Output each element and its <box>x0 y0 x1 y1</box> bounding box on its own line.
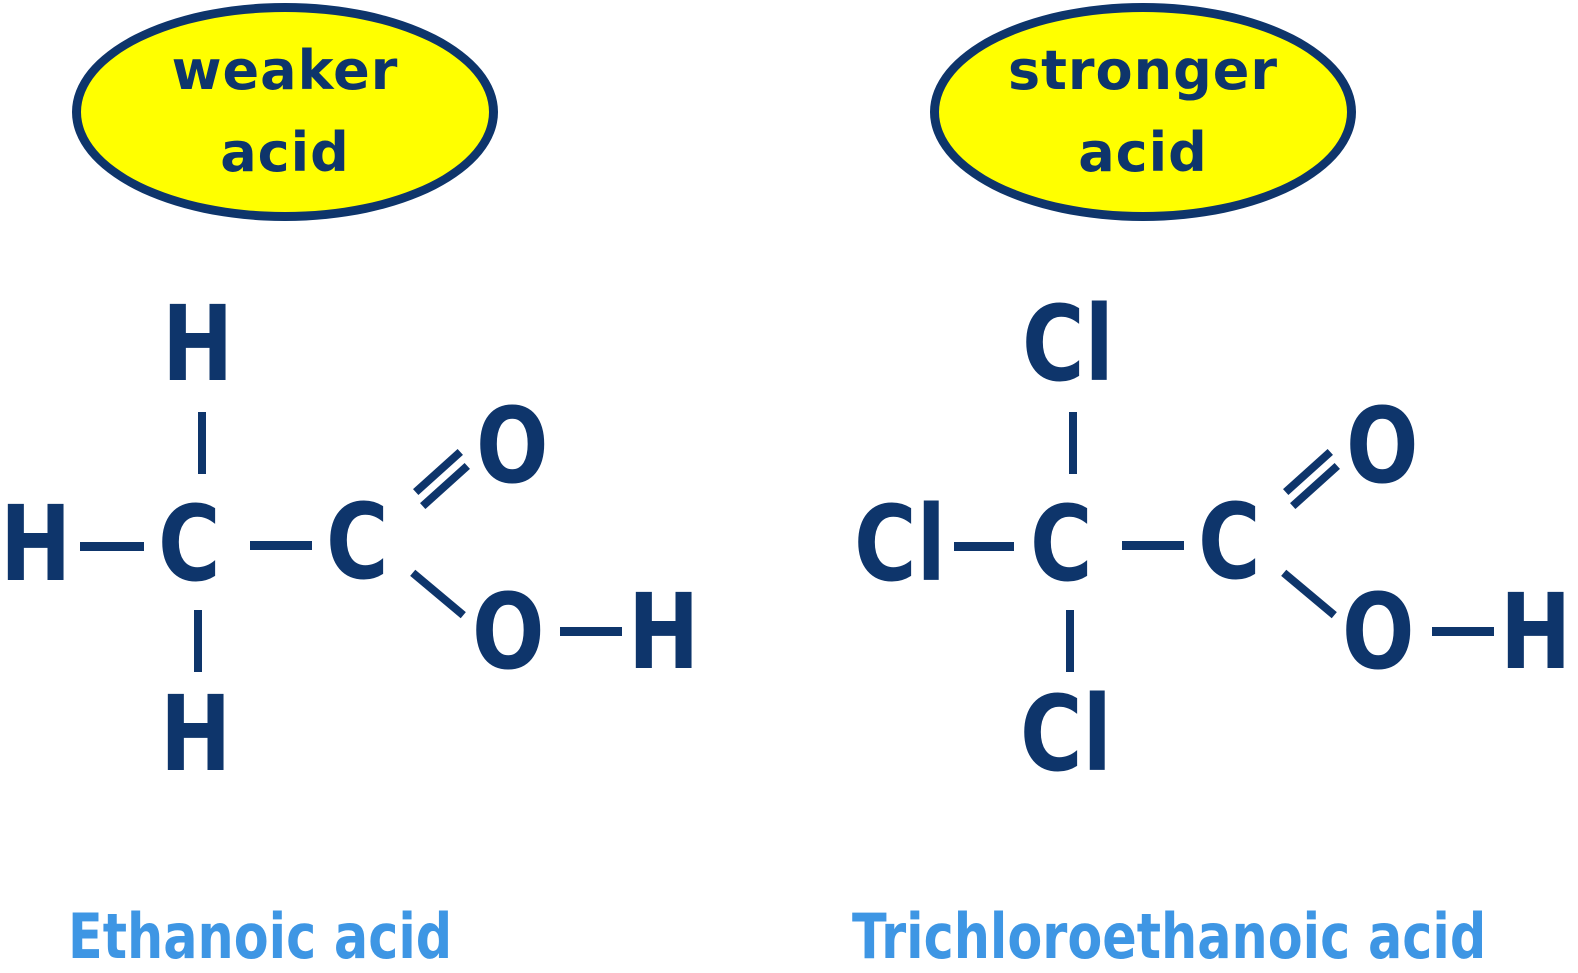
bond-single-o <box>410 569 466 619</box>
ethanoic-acid-label: Ethanoic acid <box>68 900 453 973</box>
atom-o-single: O <box>1342 571 1415 693</box>
atom-h-left: H <box>0 483 72 605</box>
trichloroethanoic-acid-label: Trichloroethanoic acid <box>852 900 1487 973</box>
atom-h-bottom: H <box>160 673 232 795</box>
atom-h-right: H <box>1500 571 1572 693</box>
bond-single-o <box>1281 569 1337 619</box>
atom-cl-bottom: Cl <box>1020 673 1112 795</box>
bond-cl-top <box>1069 412 1077 474</box>
bond-cl-bottom <box>1066 610 1074 672</box>
atom-o-double: O <box>1346 385 1419 507</box>
atom-o-single: O <box>472 571 545 693</box>
bond-o-h <box>1432 627 1494 636</box>
bond-c1-c2 <box>1122 541 1184 550</box>
atom-h-top: H <box>162 283 234 405</box>
atom-c1: C <box>1030 483 1093 605</box>
weaker-acid-badge: weaker acid <box>72 3 498 221</box>
badge-line-1: weaker <box>171 39 399 102</box>
badge-line-2: acid <box>1078 121 1208 184</box>
stronger-acid-badge: stronger acid <box>930 3 1356 221</box>
bond-h-bottom <box>194 610 202 672</box>
badge-line-1: stronger <box>1007 39 1279 102</box>
atom-cl-left: Cl <box>854 483 946 605</box>
badge-line-2: acid <box>220 121 350 184</box>
bond-h-left <box>80 542 144 551</box>
atom-c2: C <box>326 481 389 603</box>
atom-c2: C <box>1198 481 1261 603</box>
bond-cl-left <box>954 542 1014 551</box>
atom-o-double: O <box>476 385 549 507</box>
bond-o-h <box>560 627 622 636</box>
atom-cl-top: Cl <box>1022 283 1114 405</box>
bond-h-top <box>198 412 206 474</box>
atom-h-right: H <box>628 571 700 693</box>
atom-c1: C <box>158 483 221 605</box>
bond-c1-c2 <box>250 541 312 550</box>
